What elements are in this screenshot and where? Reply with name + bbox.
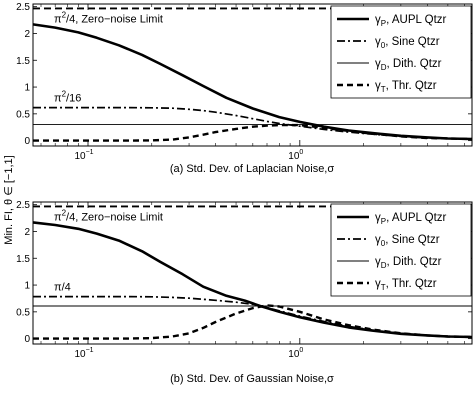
series-line-dashdot xyxy=(33,106,473,140)
y-tick-label: 1.5 xyxy=(16,254,30,265)
y-tick-label: 0.5 xyxy=(16,307,30,318)
reference-value-label: π2/16 xyxy=(54,90,81,105)
legend-entry: γT, Thr. Qtzr xyxy=(375,80,437,94)
series-line-dashed xyxy=(33,304,473,340)
x-tick-label: 10−1 xyxy=(74,149,93,162)
panel-a-caption: (a) Std. Dev. of Laplacian Noise,σ xyxy=(170,163,335,175)
panel-b-legend: γP, AUPL Qtzr γ0, Sine Qtzr γD, Dith. Qtzr… xyxy=(330,203,472,297)
y-tick-label: 2.5 xyxy=(16,200,30,211)
panel-b-series xyxy=(32,221,473,340)
series-line-solid-thick xyxy=(32,221,473,339)
legend-entry: γD, Dith. Qtzr xyxy=(375,256,442,270)
panel-b-caption: (b) Std. Dev. of Gaussian Noise,σ xyxy=(170,373,334,385)
series-line-dashed xyxy=(33,123,473,142)
zero-noise-limit-label: π2/4, Zero−noise Limit xyxy=(54,208,163,223)
legend-box xyxy=(330,203,472,297)
legend-entry: γD, Dith. Qtzr xyxy=(375,58,442,72)
legend-entry: γ0, Sine Qtzr xyxy=(375,36,440,50)
y-tick-label: 2.5 xyxy=(16,2,30,13)
y-tick-label: 0 xyxy=(24,334,30,345)
y-axis-label: Min. FI, θ ∈ [−1,1] xyxy=(3,155,15,244)
legend-entry: γ0, Sine Qtzr xyxy=(375,234,440,248)
panel-a-frame xyxy=(32,3,473,147)
x-tick-label: 100 xyxy=(288,347,303,360)
panel-a-legend: γP, AUPL Qtzr γ0, Sine Qtzr γD, Dith. Qtzr… xyxy=(330,5,472,99)
y-tick-label: 0 xyxy=(24,136,30,147)
y-tick-label: 0.5 xyxy=(16,109,30,120)
panel-b-gaussian: 0 0.5 1 1.5 2 2.5 10−1 100 π2/4, Zero−noise Lim… xyxy=(16,200,473,385)
legend-entry: γP, AUPL Qtzr xyxy=(375,212,447,226)
panel-b-frame xyxy=(32,201,473,345)
zero-noise-limit-label: π2/4, Zero−noise Limit xyxy=(54,10,163,25)
panel-a-series xyxy=(32,23,473,142)
reference-value-label: π/4 xyxy=(54,282,71,294)
y-tick-label: 1 xyxy=(24,83,30,94)
y-tick-label: 2 xyxy=(24,29,30,40)
x-tick-label: 10−1 xyxy=(74,347,93,360)
legend-entry: γP, AUPL Qtzr xyxy=(375,14,447,28)
legend-box xyxy=(330,5,472,99)
y-tick-label: 1 xyxy=(24,281,30,292)
y-tick-label: 1.5 xyxy=(16,56,30,67)
panel-a-laplacian: 0 0.5 1 1.5 2 2.5 10−1 100 π2/4, Zero−noise Lim… xyxy=(16,2,473,175)
y-tick-label: 2 xyxy=(24,227,30,238)
legend-entry: γT, Thr. Qtzr xyxy=(375,278,437,292)
x-tick-label: 100 xyxy=(288,149,303,162)
